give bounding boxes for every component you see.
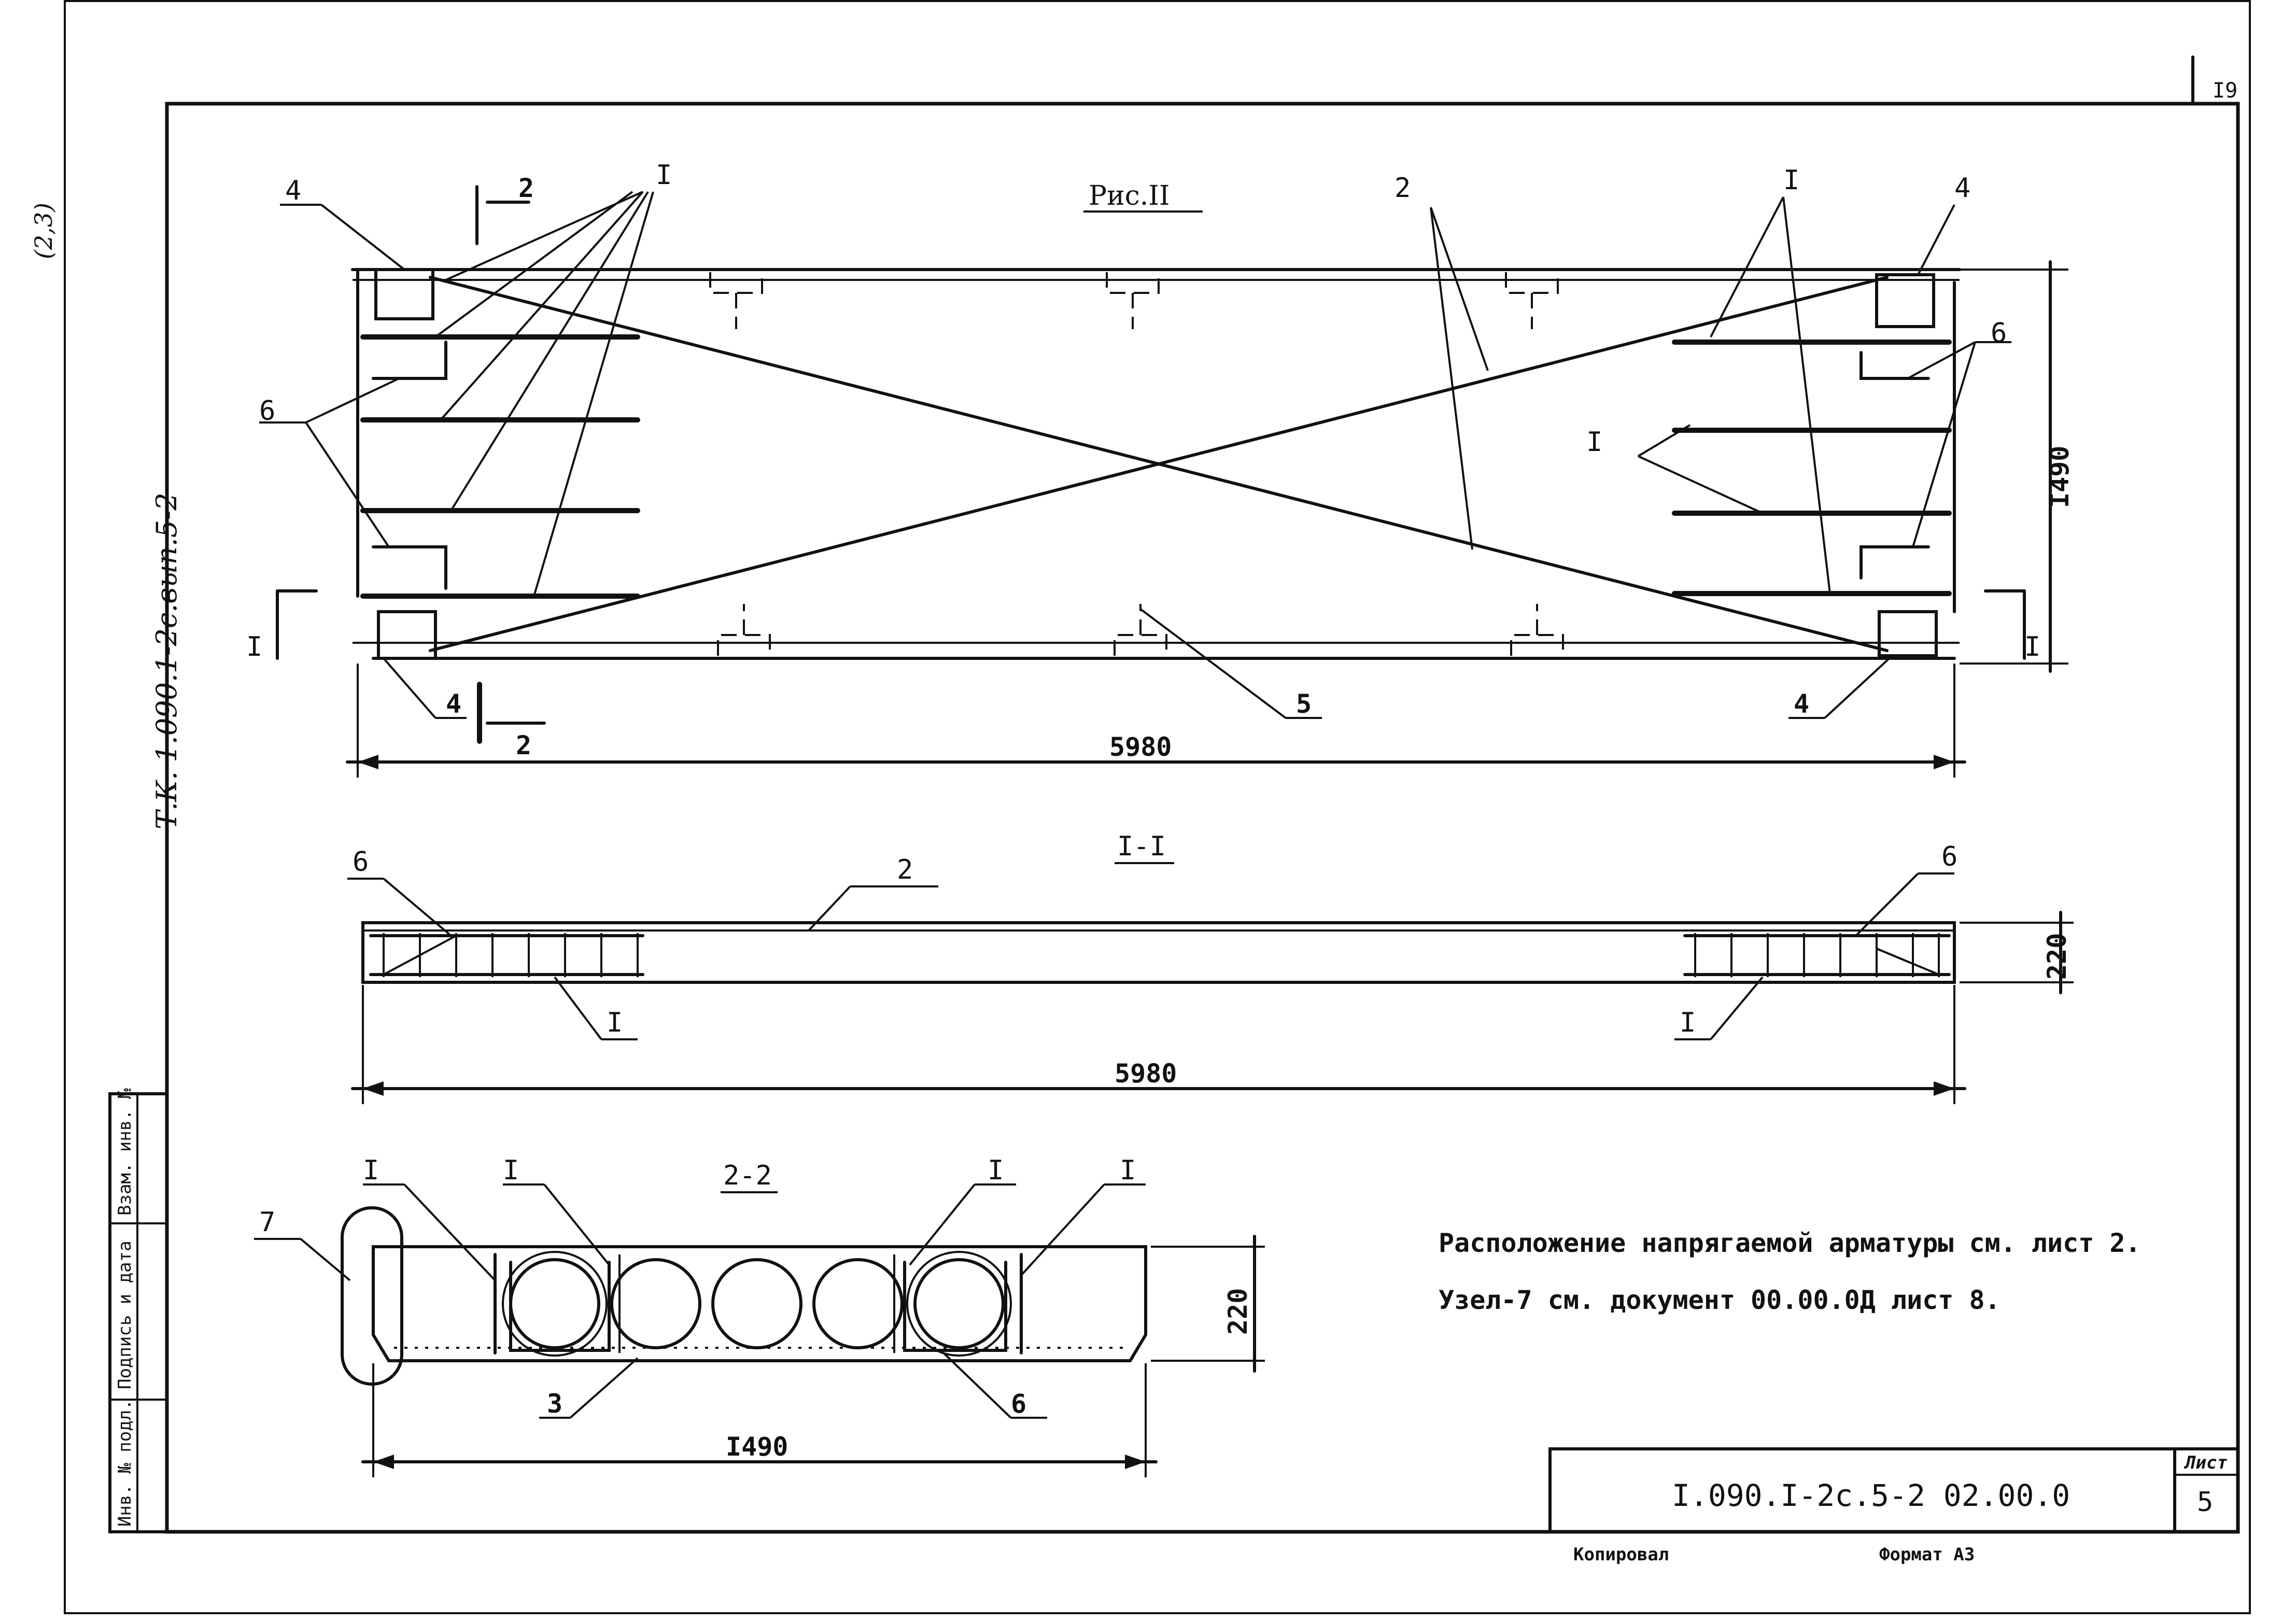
hollow-core-2 — [610, 1258, 701, 1349]
s11-length-dim: 5980 — [1115, 1059, 1177, 1089]
plan-view: Рис.II — [246, 160, 2075, 778]
sheet-label: Лист — [2184, 1452, 2228, 1473]
callout-s22-I-3: I — [988, 1155, 1004, 1186]
lifting-loop-bottom-left — [377, 610, 437, 660]
callout-plan-I-right: I — [1586, 427, 1602, 458]
hollow-core-4 — [812, 1258, 904, 1349]
margin-handwritten-code: Т.К. 1.090.1-2с.вып.5-2 — [150, 492, 183, 829]
s11-thickness-dim: 220 — [2042, 933, 2072, 980]
stamp-cell-signature-date: Подпись и дата — [115, 1240, 135, 1389]
callout-s11-I-right: I — [1680, 1007, 1696, 1038]
section-1-1-title: I-I — [1117, 831, 1166, 862]
section-1-1-view: I-I — [347, 831, 2074, 1104]
callout-plan-I-top-right: I — [1783, 165, 1799, 196]
section-2-label-bottom: 2 — [516, 730, 531, 760]
right-frame-upper — [1860, 351, 1930, 380]
diagonal-bar-2 — [429, 276, 1889, 652]
hollow-core-5 — [913, 1258, 1005, 1349]
section-1-label-right: I — [2024, 631, 2040, 662]
callout-s11-6-left: 6 — [353, 847, 369, 878]
copied-by-label: Копировал — [1573, 1544, 1669, 1565]
plan-leaders — [259, 191, 2011, 719]
s22-thickness-dim: 220 — [1223, 1288, 1253, 1335]
hollow-core-1 — [509, 1258, 600, 1349]
sheet-number: 5 — [2197, 1487, 2213, 1518]
note-prestressed-reinforcement: Расположение напрягаемой арматуры см. ли… — [1439, 1228, 2141, 1258]
margin-scribble: (2,3) — [30, 203, 58, 259]
s22-width-dim: I490 — [726, 1432, 788, 1462]
lifting-loop-top-left — [374, 268, 434, 320]
callout-s11-I-left: I — [607, 1007, 623, 1038]
s22-cage-left — [509, 1261, 611, 1352]
callout-s22-I-1: I — [363, 1155, 379, 1186]
section-2-2-view: 2-2 7 I I I I 3 6 — [254, 1155, 1265, 1477]
callout-plan-2-right: 2 — [1394, 173, 1411, 204]
callout-s22-6: 6 — [1011, 1389, 1026, 1419]
left-frame-lower — [372, 545, 447, 590]
callout-plan-4-top-left: 4 — [285, 175, 301, 206]
left-frame-upper — [372, 341, 447, 380]
callout-s11-6-right: 6 — [1941, 841, 1957, 872]
callout-plan-4-top-right: 4 — [1954, 173, 1970, 204]
mid-loop-top-1 — [709, 272, 763, 329]
callout-plan-I-top-left: I — [656, 160, 672, 191]
s22-cage-right — [903, 1261, 1007, 1352]
inner-frame — [165, 102, 2240, 1534]
section-2-2-title: 2-2 — [723, 1160, 772, 1191]
stamp-cell-replacement: Взам. инв. № — [115, 1088, 135, 1216]
note-node-7: Узел-7 см. документ 00.00.0Д лист 8. — [1439, 1285, 2001, 1315]
right-frame-lower — [1860, 545, 1930, 580]
callout-plan-4-bottom-right: 4 — [1794, 689, 1809, 719]
side-stamp: Взам. инв. № Подпись и дата Инв. № подл. — [108, 1088, 168, 1533]
callout-plan-6-right: 6 — [1991, 318, 2007, 349]
title-block: I.090.I-2с.5-2 02.00.0 Лист 5 Копировал … — [1548, 1447, 2239, 1565]
mid-loop-top-2 — [1106, 272, 1160, 329]
section-2-2-outline — [372, 1245, 1147, 1362]
section-1-1-left-cage — [369, 933, 644, 977]
page-corner-number: I9 — [2213, 79, 2237, 103]
mid-loop-bottom-1 — [717, 604, 771, 656]
mid-loop-bottom-2 — [1114, 604, 1167, 656]
stamp-cell-original-inventory: Инв. № подл. — [115, 1399, 135, 1527]
plan-length-dim: 5980 — [1109, 732, 1172, 762]
section-2-label-top: 2 — [518, 173, 534, 203]
callout-plan-6-left: 6 — [259, 396, 275, 427]
section-1-1-outline — [361, 921, 1956, 984]
callout-plan-4-bottom-left: 4 — [446, 689, 461, 719]
mid-loop-top-3 — [1505, 272, 1559, 329]
callout-s22-3: 3 — [547, 1389, 562, 1419]
node-7-loop — [341, 1206, 403, 1386]
callout-plan-5-bottom: 5 — [1296, 689, 1312, 719]
callout-s22-I-4: I — [1120, 1155, 1136, 1186]
figure-title: Рис.II — [1089, 180, 1170, 211]
lifting-loop-bottom-right — [1878, 610, 1938, 657]
mid-loop-bottom-3 — [1510, 604, 1564, 656]
hollow-core-3 — [711, 1258, 802, 1349]
outer-border — [64, 0, 2251, 1614]
section-1-label-left: I — [246, 631, 262, 662]
callout-s11-2: 2 — [897, 854, 913, 885]
lifting-loop-top-right — [1875, 273, 1935, 328]
callout-s22-I-2: I — [503, 1155, 519, 1186]
format-label: Формат А3 — [1879, 1544, 1975, 1565]
document-code: I.090.I-2с.5-2 02.00.0 — [1672, 1478, 2070, 1513]
callout-s22-7: 7 — [259, 1207, 275, 1238]
section-1-1-right-cage — [1683, 933, 1951, 977]
plan-height-dim: I490 — [2045, 446, 2075, 508]
